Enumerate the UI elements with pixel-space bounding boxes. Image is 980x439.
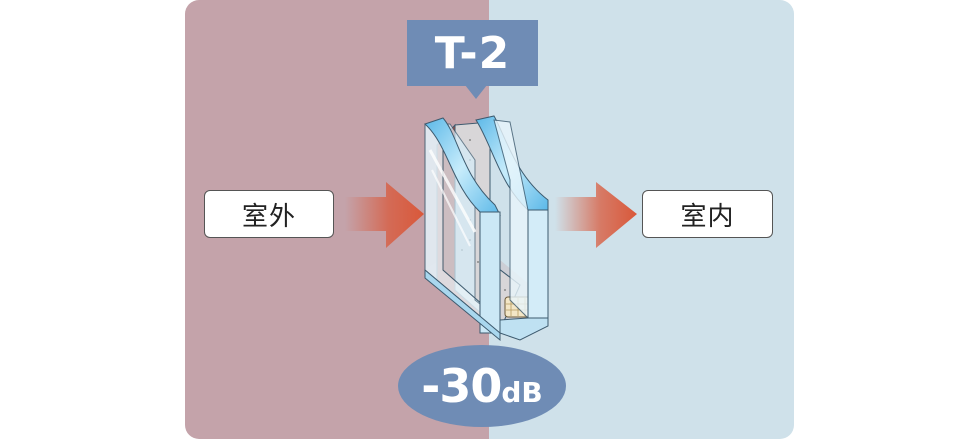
noise-reduction-unit: dB: [501, 375, 543, 409]
glass-type-text: T-2: [434, 27, 511, 79]
noise-reduction-badge: -30 dB: [398, 345, 566, 427]
noise-reduction-value: -30: [421, 359, 502, 413]
inside-label-text: 室内: [680, 201, 735, 232]
sound-arrow-in-icon: [345, 182, 424, 248]
inside-label: 室内: [642, 190, 773, 238]
outside-label-text: 室外: [241, 201, 296, 232]
outside-label: 室外: [204, 190, 334, 238]
double-glazed-glass-icon: [424, 115, 549, 342]
glass-type-tag: T-2: [407, 20, 538, 86]
tag-pointer-icon: [465, 85, 487, 99]
sound-arrow-out-icon: [555, 182, 637, 248]
